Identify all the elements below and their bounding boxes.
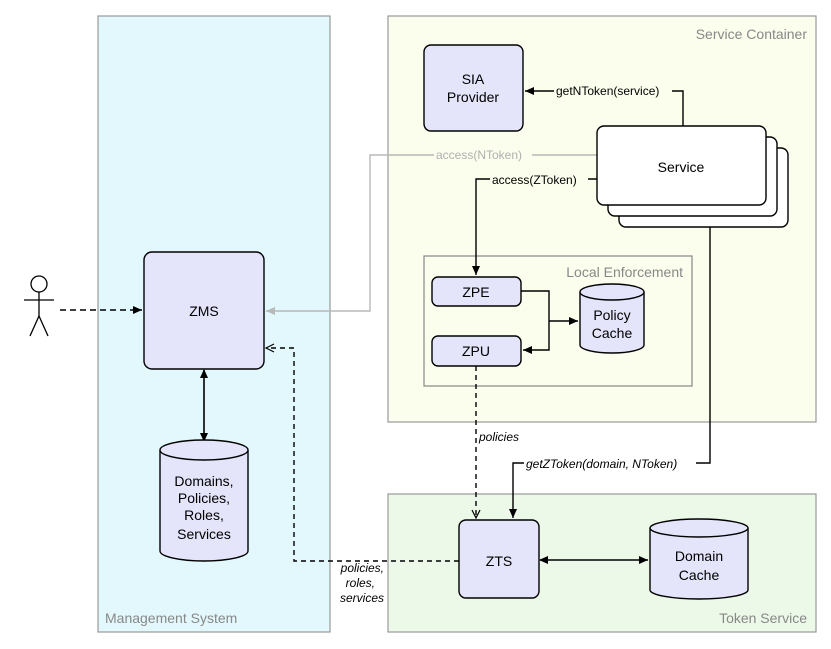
domain-cache-cylinder: Domain Cache — [649, 518, 749, 600]
domain-cache-label-2: Cache — [679, 567, 720, 583]
user-actor-icon — [24, 275, 54, 337]
zpu-box: ZPU — [431, 335, 522, 367]
zms-db-label-1: Domains, — [174, 473, 233, 489]
zms-sync-label-1: policies, — [340, 561, 384, 575]
zms-box: ZMS — [143, 251, 265, 370]
service-container-label: Service Container — [696, 26, 808, 42]
sia-provider-box: SIA Provider — [423, 44, 524, 132]
zts-box: ZTS — [458, 519, 540, 599]
token-service-label: Token Service — [719, 610, 807, 626]
get-ntoken-label: getNToken(service) — [556, 84, 659, 98]
zms-database-cylinder: Domains, Policies, Roles, Services — [159, 439, 249, 562]
policy-cache-label-2: Cache — [592, 325, 633, 341]
zpe-box: ZPE — [431, 276, 522, 307]
service-label: Service — [658, 159, 705, 175]
management-system-label: Management System — [105, 610, 237, 626]
sia-provider-label-2: Provider — [447, 89, 499, 105]
domain-cache-label-1: Domain — [675, 548, 723, 564]
service-box: Service — [596, 125, 789, 228]
get-ztoken-label: getZToken(domain, NToken) — [526, 457, 677, 471]
zms-sync-label-2: roles, — [346, 576, 375, 590]
edge-access-ztoken: access(ZToken) — [472, 171, 597, 275]
zms-db-label-3: Roles, — [184, 507, 224, 523]
zms-label: ZMS — [189, 303, 219, 319]
local-enforcement-label: Local Enforcement — [566, 264, 683, 280]
zms-sync-label-3: services — [340, 591, 384, 605]
access-ztoken-label: access(ZToken) — [492, 173, 577, 187]
edge-policies: policies — [476, 366, 526, 518]
policies-label: policies — [478, 430, 519, 444]
access-ntoken-label: access(NToken) — [436, 148, 522, 162]
zts-label: ZTS — [486, 553, 512, 569]
edge-zms-sync: policies, roles, services — [266, 348, 459, 605]
edge-get-ztoken: getZToken(domain, NToken) — [509, 205, 711, 518]
sia-provider-label-1: SIA — [462, 71, 485, 87]
policy-cache-cylinder: Policy Cache — [579, 283, 645, 354]
token-service-region: Token Service — [387, 493, 817, 633]
zpu-label: ZPU — [462, 343, 490, 359]
edge-get-ntoken: getNToken(service) — [525, 82, 684, 126]
zpe-label: ZPE — [462, 284, 489, 300]
zms-db-label-4: Services — [177, 526, 231, 542]
zms-db-label-2: Policies, — [178, 490, 230, 506]
edge-access-ntoken: access(NToken) — [266, 146, 597, 315]
policy-cache-label-1: Policy — [593, 307, 630, 323]
edge-policy-cache — [521, 290, 578, 354]
